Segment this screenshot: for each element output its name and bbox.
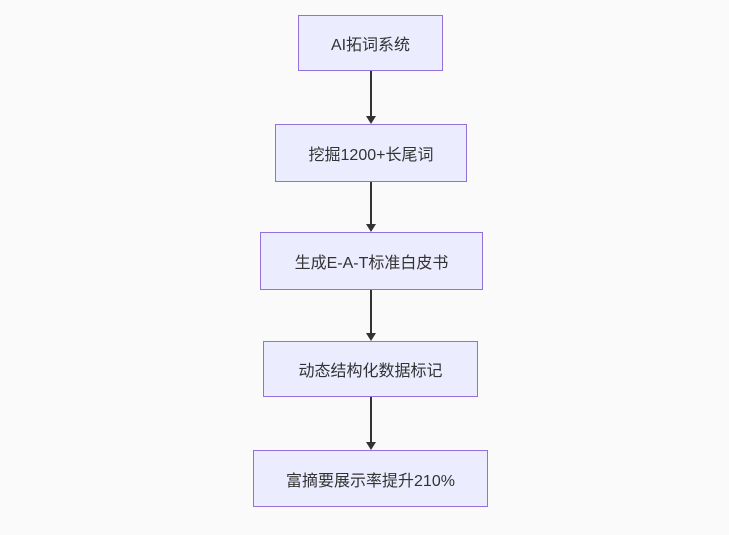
node-ai-keyword-system: AI拓词系统 <box>298 15 443 71</box>
edge-arrowhead-icon <box>366 224 376 232</box>
node-label: AI拓词系统 <box>330 37 411 54</box>
node-label: 生成E-A-T标准白皮书 <box>294 255 449 272</box>
node-rich-snippet-result: 富摘要展示率提升210% <box>253 450 488 507</box>
edge-arrowhead-icon <box>366 333 376 341</box>
edge-line-3 <box>370 290 372 333</box>
node-label: 富摘要展示率提升210% <box>286 472 455 490</box>
node-structured-data-markup: 动态结构化数据标记 <box>263 341 478 397</box>
edge-arrowhead-icon <box>366 442 376 450</box>
edge-line-1 <box>370 71 372 116</box>
node-eat-whitepaper: 生成E-A-T标准白皮书 <box>260 232 483 290</box>
node-label: 动态结构化数据标记 <box>298 363 443 380</box>
node-label: 挖掘1200+长尾词 <box>308 147 434 164</box>
edge-line-2 <box>370 182 372 224</box>
edge-arrowhead-icon <box>366 116 376 124</box>
node-longtail-mining: 挖掘1200+长尾词 <box>275 124 467 182</box>
edge-line-4 <box>370 397 372 442</box>
